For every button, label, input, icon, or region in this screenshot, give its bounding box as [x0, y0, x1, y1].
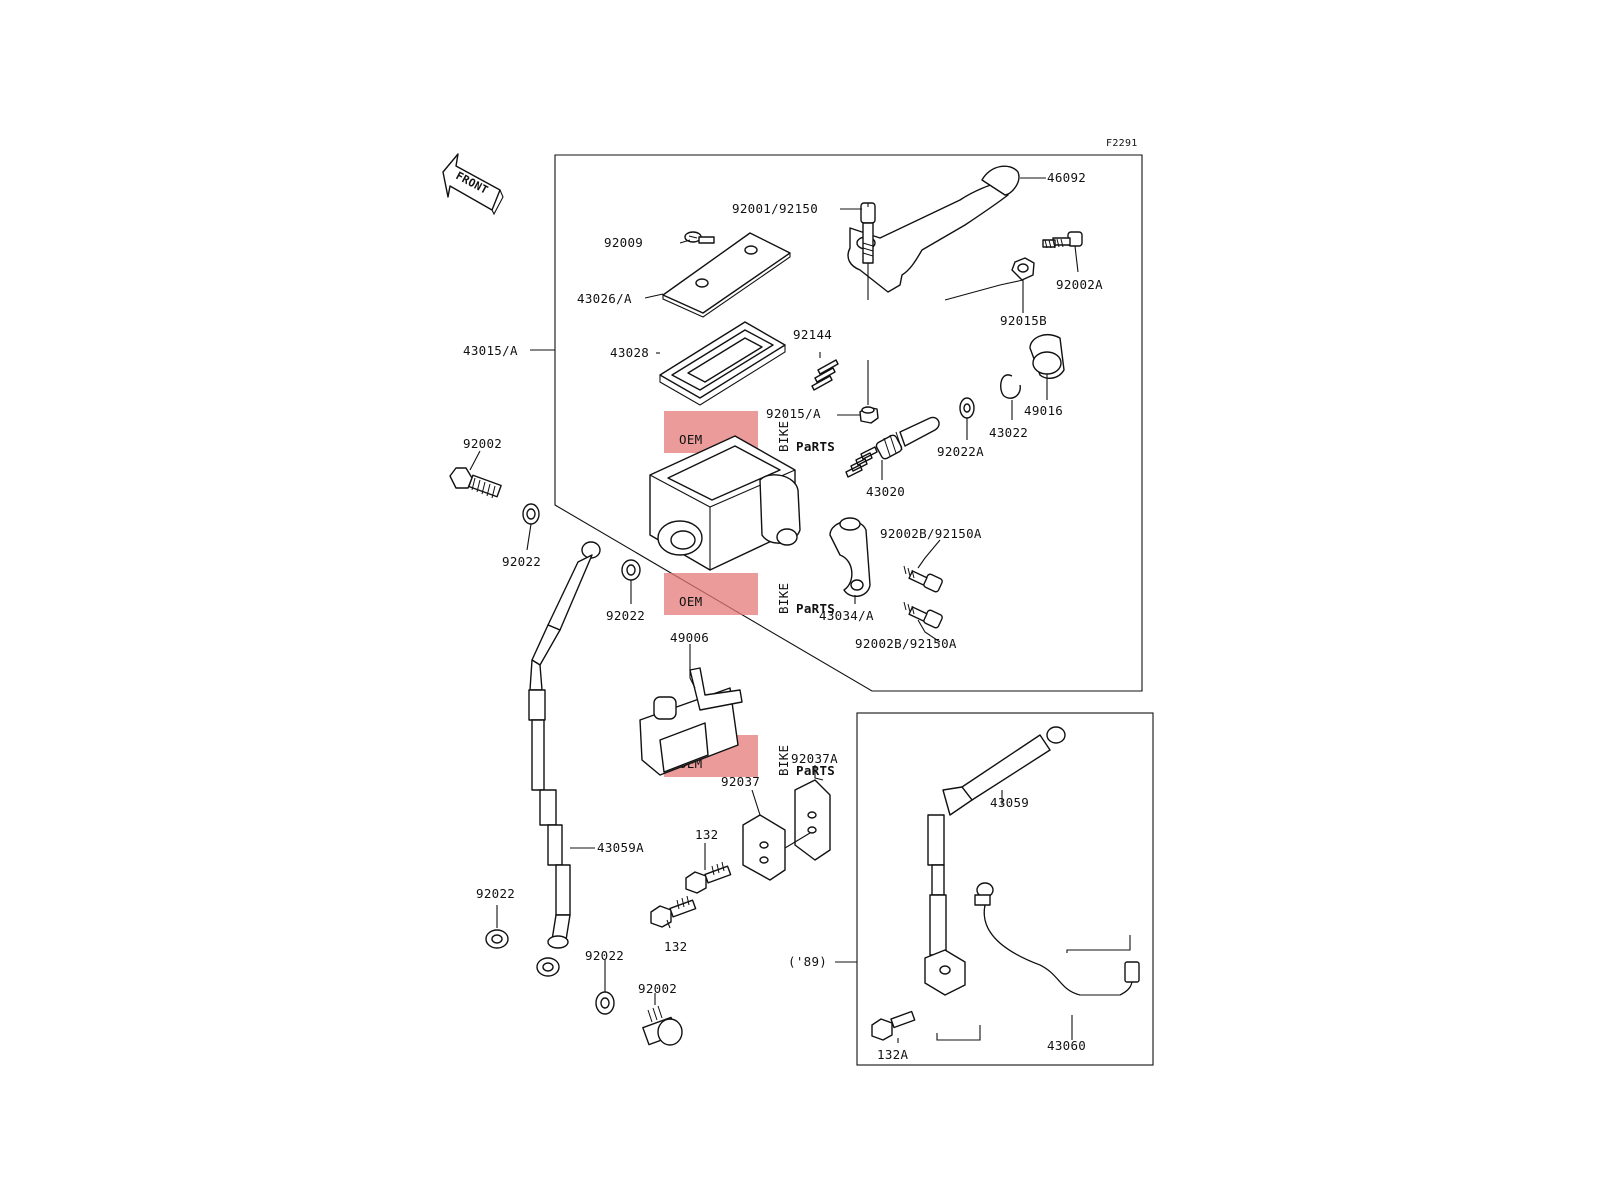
- nut-92015b-part: [1011, 257, 1035, 281]
- label-89: ('89): [788, 954, 827, 969]
- dust-boot-part: [1029, 334, 1065, 379]
- label-46092: 46092: [1047, 170, 1086, 185]
- svg-text:OEM: OEM: [679, 594, 702, 609]
- diaphragm-part: [659, 321, 786, 406]
- bolt-132-upper-part: [685, 861, 732, 894]
- label-92022-1: 92022: [502, 554, 541, 569]
- label-92022a: 92022A: [937, 444, 984, 459]
- clamp-part: [829, 517, 871, 597]
- label-43060: 43060: [1047, 1038, 1086, 1053]
- label-92022-4: 92022: [585, 948, 624, 963]
- svg-text:BIKE: BIKE: [776, 421, 791, 452]
- label-92037: 92037: [721, 774, 760, 789]
- bolt-132a-part: [871, 1010, 916, 1041]
- lever-part: [847, 165, 1020, 293]
- svg-text:PaRTS: PaRTS: [796, 601, 835, 616]
- label-43026: 43026/A: [577, 291, 632, 306]
- label-92037a: 92037A: [791, 751, 838, 766]
- front-arrow-icon: FRONT: [442, 153, 504, 216]
- label-43028: 43028: [610, 345, 649, 360]
- label-92002-bot: 92002: [638, 981, 677, 996]
- circlip-part: [1000, 374, 1021, 399]
- clamp-bolt-lower-part: [903, 601, 943, 629]
- label-132-1: 132: [695, 827, 718, 842]
- label-43022: 43022: [989, 425, 1028, 440]
- svg-text:PaRTS: PaRTS: [796, 439, 835, 454]
- callout-labels: 46092 92001/92150 92009 92002A 43026/A 9…: [463, 170, 1103, 1062]
- svg-text:BIKE: BIKE: [776, 583, 791, 614]
- pivot-bolt-part: [860, 202, 876, 264]
- label-43059a: 43059A: [597, 840, 644, 855]
- label-92015a: 92015/A: [766, 406, 821, 421]
- reservoir-cap-part: [662, 232, 791, 318]
- clamp-bolt-upper-part: [903, 565, 943, 593]
- svg-text:OEM: OEM: [679, 432, 702, 447]
- label-49006: 49006: [670, 630, 709, 645]
- label-92022-2: 92022: [606, 608, 645, 623]
- label-92002b-1: 92002B/92150A: [880, 526, 982, 541]
- brake-switch-part: [639, 667, 743, 776]
- leader-lines: [469, 177, 1131, 1043]
- washer-92022a-part: [959, 397, 975, 419]
- label-92002-top: 92002: [463, 436, 502, 451]
- label-49016: 49016: [1024, 403, 1063, 418]
- diagram-code: F2291: [1106, 138, 1138, 149]
- brake-hose-43059-part: [924, 726, 1066, 996]
- label-43020: 43020: [866, 484, 905, 499]
- label-92001: 92001/92150: [732, 201, 818, 216]
- label-43034: 43034/A: [819, 608, 874, 623]
- bracket-92037-part: [742, 814, 786, 881]
- bracket-92037a-part: [794, 779, 831, 861]
- label-92009: 92009: [604, 235, 643, 250]
- piston-kit-part: [845, 416, 940, 478]
- label-92144: 92144: [793, 327, 832, 342]
- svg-text:BIKE: BIKE: [776, 745, 791, 776]
- label-43059: 43059: [990, 795, 1029, 810]
- label-92022-3: 92022: [476, 886, 515, 901]
- cap-screw-part: [684, 231, 715, 244]
- banjo-bolt-bottom-part: [642, 1005, 683, 1046]
- spring-part: [811, 359, 839, 391]
- label-92015b: 92015B: [1000, 313, 1047, 328]
- hose-89-frame: [856, 712, 1154, 1066]
- label-132-2: 132: [664, 939, 687, 954]
- label-92002b-2: 92002B/92150A: [855, 636, 957, 651]
- banjo-bolt-top-part: [449, 467, 502, 499]
- label-132a: 132A: [877, 1047, 908, 1062]
- label-92002a: 92002A: [1056, 277, 1103, 292]
- master-cylinder-body-part: [649, 435, 801, 571]
- lever-nut-part: [859, 406, 879, 424]
- brake-pipe-part: [974, 882, 1140, 996]
- bolt-132-lower-part: [650, 895, 697, 928]
- brake-hose-43059a-part: [528, 541, 601, 977]
- label-43015: 43015/A: [463, 343, 518, 358]
- main-assembly-frame: [554, 154, 1143, 692]
- bolt-92002a-part: [1042, 231, 1083, 249]
